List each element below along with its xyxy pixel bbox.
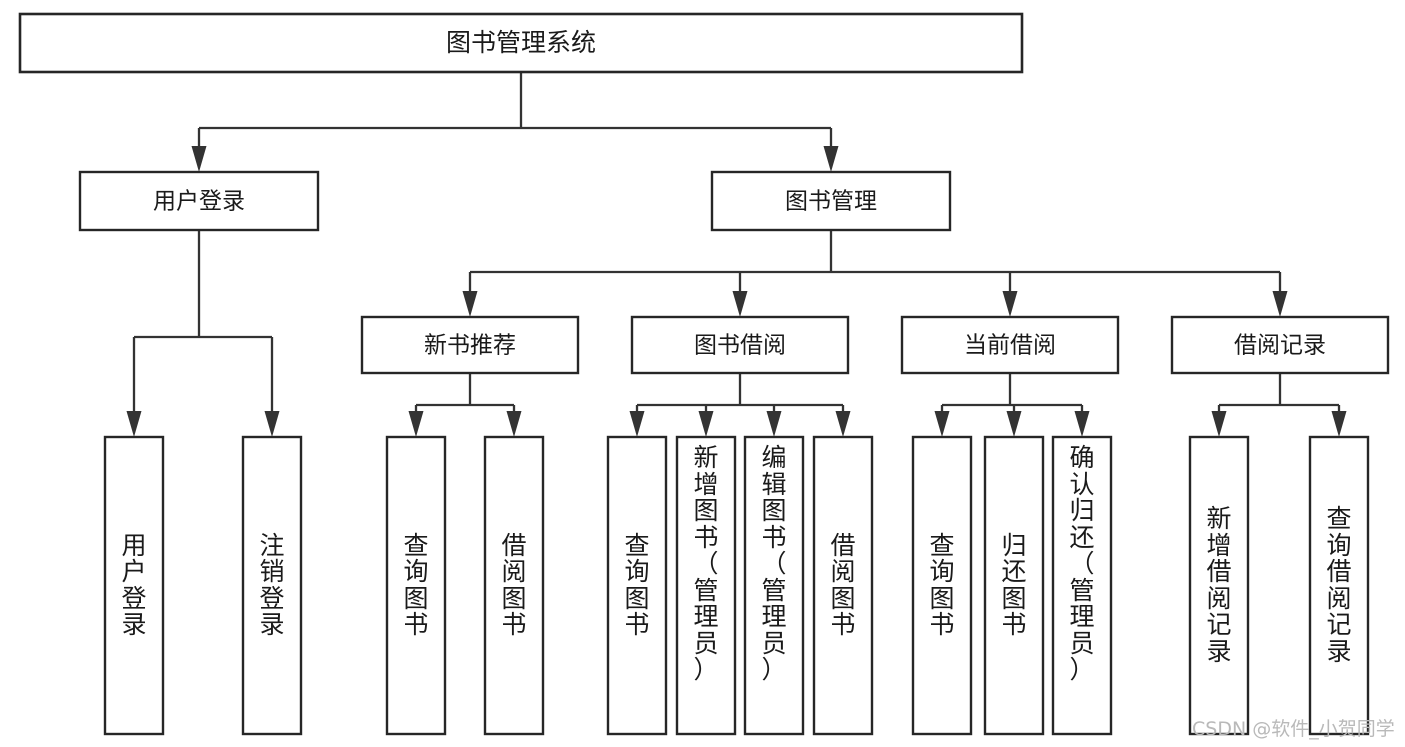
node-box-leaf-return-book[interactable] (983, 435, 1045, 736)
node-label-new-book-rec: 新书推荐 (424, 333, 516, 359)
node-box-leaf-borrow-book-1[interactable] (483, 435, 545, 736)
node-box-current-borrow[interactable] (900, 315, 1120, 375)
edge-arrowhead (1211, 411, 1227, 437)
edge-arrowhead (698, 411, 714, 437)
node-box-borrow-record[interactable] (1170, 315, 1390, 375)
node-box-leaf-user-logout[interactable] (241, 435, 303, 736)
edge-arrowhead (823, 146, 839, 172)
node-label-book-borrow: 图书借阅 (694, 333, 786, 359)
edge-arrowhead (835, 411, 851, 437)
node-label-user-login: 用户登录 (153, 189, 245, 215)
edge-arrowhead (264, 411, 280, 437)
edge-arrowhead (766, 411, 782, 437)
node-box-leaf-edit-book[interactable] (743, 435, 805, 736)
node-box-leaf-query-book-1[interactable] (385, 435, 447, 736)
node-box-root[interactable] (18, 12, 1024, 74)
edge-arrowhead (1002, 291, 1018, 317)
node-box-leaf-add-book[interactable] (675, 435, 737, 736)
edge-arrowhead (732, 291, 748, 317)
node-box-leaf-query-record[interactable] (1308, 435, 1370, 736)
edge-arrowhead (1331, 411, 1347, 437)
edge-arrowhead (126, 411, 142, 437)
connector-layer (126, 72, 1347, 437)
edge-arrowhead (506, 411, 522, 437)
edge-arrowhead (1272, 291, 1288, 317)
node-label-book-manage: 图书管理 (785, 189, 877, 215)
edge-arrowhead (1006, 411, 1022, 437)
node-label-borrow-record: 借阅记录 (1234, 333, 1326, 359)
edge-arrowhead (934, 411, 950, 437)
node-box-leaf-add-record[interactable] (1188, 435, 1250, 736)
node-box-leaf-confirm-return[interactable] (1051, 435, 1113, 736)
edge-arrowhead (629, 411, 645, 437)
node-box-new-book-rec[interactable] (360, 315, 580, 375)
node-box-leaf-query-book-3[interactable] (911, 435, 973, 736)
node-box-book-manage[interactable] (710, 170, 952, 232)
node-box-leaf-query-book-2[interactable] (606, 435, 668, 736)
node-box-layer (18, 12, 1390, 736)
node-box-user-login[interactable] (78, 170, 320, 232)
node-box-book-borrow[interactable] (630, 315, 850, 375)
node-box-leaf-user-login[interactable] (103, 435, 165, 736)
edge-arrowhead (191, 146, 207, 172)
node-label-current-borrow: 当前借阅 (964, 333, 1056, 359)
node-box-leaf-borrow-book-2[interactable] (812, 435, 874, 736)
edge-arrowhead (1074, 411, 1090, 437)
edge-arrowhead (462, 291, 478, 317)
csdn-watermark: CSDN @软件_小贺同学 (1192, 718, 1395, 740)
node-label-root: 图书管理系统 (446, 28, 596, 57)
edge-arrowhead (408, 411, 424, 437)
